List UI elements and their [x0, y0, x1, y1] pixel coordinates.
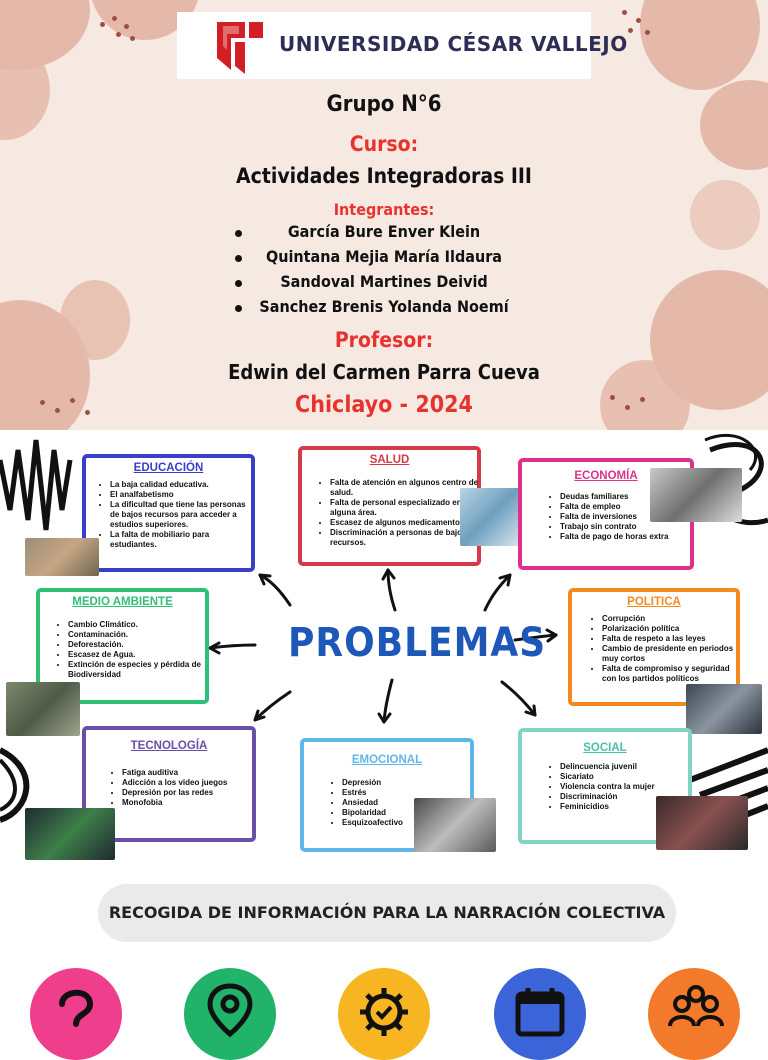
list-item: Falta de empleo: [560, 502, 696, 512]
people-icon: [648, 968, 740, 1060]
member-name: Sanchez Brenis Yolanda Noemí: [259, 297, 509, 316]
list-item: Deforestación.: [68, 640, 213, 650]
bullet-icon: [235, 305, 242, 312]
group-title: Grupo N°6: [326, 92, 442, 117]
list-item: Ansiedad: [342, 798, 472, 808]
list-item: Depresión por las redes: [122, 788, 258, 798]
list-item: La falta de mobiliario para estudiantes.: [110, 530, 256, 550]
list-item: Cambio Climático.: [68, 620, 213, 630]
professor-label: Profesor:: [334, 328, 434, 352]
collective-narrative-banner: RECOGIDA DE INFORMACIÓN PARA LA NARRACIÓ…: [98, 884, 676, 942]
education-box: EDUCACIÓN La baja calidad educativa. El …: [82, 454, 255, 572]
list-item: Escasez de algunos medicamentos.: [330, 518, 480, 528]
list-item: Falta de inversiones: [560, 512, 696, 522]
professor-name: Edwin del Carmen Parra Cueva: [228, 360, 540, 384]
economy-photo: [650, 468, 742, 522]
education-photo: [25, 538, 99, 576]
emotional-photo: [414, 798, 496, 852]
list-item: Depresión: [342, 778, 472, 788]
list-item: Discriminación a personas de bajos recur…: [330, 528, 480, 548]
banner-text: RECOGIDA DE INFORMACIÓN PARA LA NARRACIÓ…: [108, 903, 666, 922]
bullet-icon: [235, 280, 242, 287]
list-item: Deudas familiares: [560, 492, 696, 502]
problems-mindmap: PROBLEMAS EDUCACIÓN La baja calidad educ…: [0, 430, 768, 862]
list-item: Falta de compromiso y seguridad con los …: [602, 664, 742, 684]
list-item: Esquizoafectivo: [342, 818, 472, 828]
member-name: Quintana Mejia María Ildaura: [265, 247, 503, 266]
politics-title: POLITICA: [627, 596, 681, 608]
list-item: Cambio de presidente en periodos muy cor…: [602, 644, 742, 664]
economy-title: ECONOMÍA: [574, 470, 638, 482]
list-item: Contaminación.: [68, 630, 213, 640]
list-item: Falta de respeto a las leyes: [602, 634, 742, 644]
cover-section: UNIVERSIDAD CÉSAR VALLEJO Grupo N°6 Curs…: [0, 0, 768, 430]
education-title: EDUCACIÓN: [133, 462, 204, 474]
environment-photo: [6, 682, 80, 736]
bullet-icon: [235, 230, 242, 237]
course-label: Curso:: [349, 132, 419, 156]
list-item: Corrupción: [602, 614, 742, 624]
gear-check-icon: [338, 968, 430, 1060]
list-item: Delincuencia juvenil: [560, 762, 694, 772]
list-item: Extinción de especies y pérdida de Biodi…: [68, 660, 213, 680]
place-year: Chiclayo - 2024: [295, 392, 473, 418]
university-name: UNIVERSIDAD CÉSAR VALLEJO: [279, 32, 628, 56]
member-name: García Bure Enver Klein: [287, 222, 481, 241]
social-photo: [656, 796, 748, 850]
bullet-icon: [235, 255, 242, 262]
question-icon: [30, 968, 122, 1060]
list-item: El analfabetismo: [110, 490, 256, 500]
course-name: Actividades Integradoras III: [236, 164, 532, 188]
list-item: La dificultad que tiene las personas de …: [110, 500, 256, 530]
list-item: Sicariato: [560, 772, 694, 782]
university-logo-banner: UNIVERSIDAD CÉSAR VALLEJO: [177, 12, 627, 79]
list-item: Bipolaridad: [342, 808, 472, 818]
list-item: La baja calidad educativa.: [110, 480, 256, 490]
politics-box: POLITICA Corrupción Polarización polític…: [568, 588, 740, 706]
social-box: SOCIAL Delincuencia juvenil Sicariato Vi…: [518, 728, 692, 844]
health-title: SALUD: [369, 454, 410, 466]
technology-photo: [25, 808, 115, 860]
list-item: Feminicidios: [560, 802, 694, 812]
list-item: Trabajo sin contrato: [560, 522, 696, 532]
environment-title: MEDIO AMBIENTE: [72, 596, 173, 608]
list-item: Falta de pago de horas extra: [560, 532, 696, 542]
health-box: SALUD Falta de atención en algunos centr…: [298, 446, 481, 566]
technology-title: TECNOLOGÍA: [130, 740, 208, 752]
emotional-box: EMOCIONAL Depresión Estrés Ansiedad Bipo…: [300, 738, 474, 852]
university-shield-icon: [217, 22, 263, 74]
member-name: Sandoval Martines Deivid: [280, 272, 488, 291]
list-item: Violencia contra la mujer: [560, 782, 694, 792]
list-item: Discriminación: [560, 792, 694, 802]
calendar-icon: [494, 968, 586, 1060]
list-item: Falta de atención en algunos centro de s…: [330, 478, 480, 498]
social-title: SOCIAL: [583, 742, 627, 754]
list-item: Adicción a los video juegos: [122, 778, 258, 788]
politics-photo: [686, 684, 762, 734]
health-photo: [460, 488, 520, 546]
economy-box: ECONOMÍA Deudas familiares Falta de empl…: [518, 458, 694, 570]
list-item: Monofobia: [122, 798, 258, 808]
list-item: Falta de personal especializado en algun…: [330, 498, 480, 518]
location-pin-icon: [184, 968, 276, 1060]
emotional-title: EMOCIONAL: [351, 754, 423, 766]
members-label: Integrantes:: [333, 200, 435, 219]
list-item: Fatiga auditiva: [122, 768, 258, 778]
list-item: Estrés: [342, 788, 472, 798]
list-item: Polarización política: [602, 624, 742, 634]
mindmap-center-title: PROBLEMAS: [288, 620, 547, 666]
list-item: Escasez de Agua.: [68, 650, 213, 660]
